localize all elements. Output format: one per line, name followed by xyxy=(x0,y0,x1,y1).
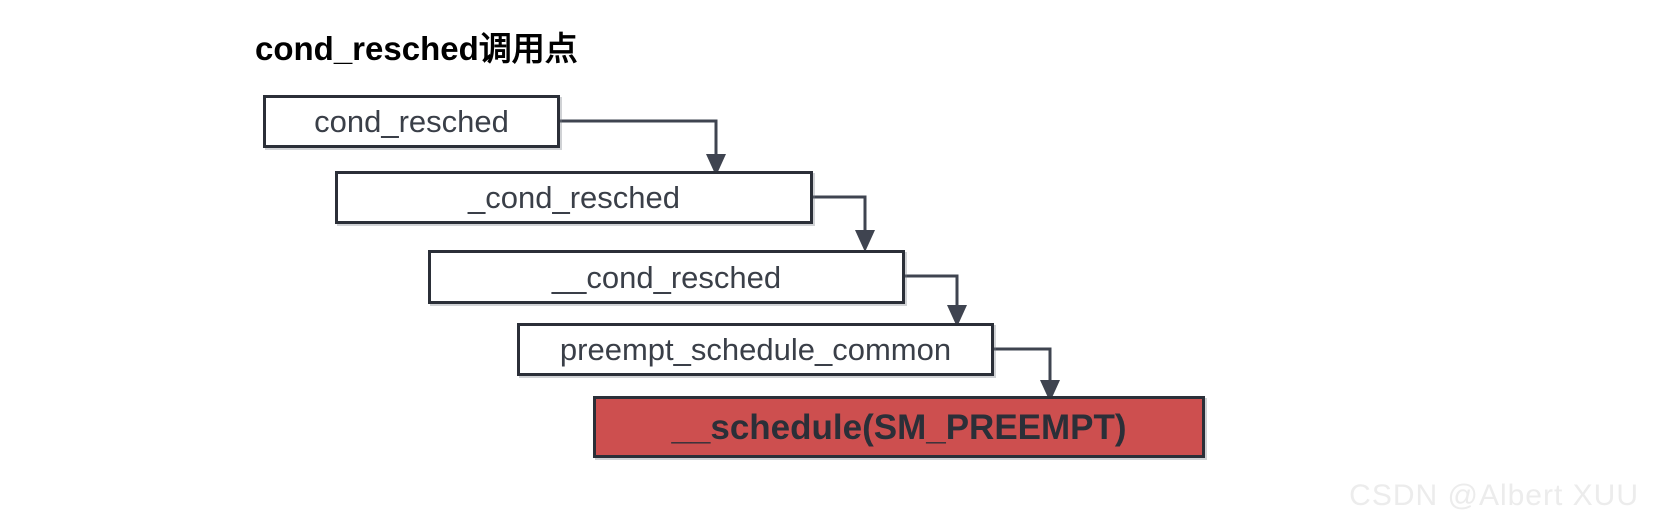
node-schedule-sm-preempt-label: __schedule(SM_PREEMPT) xyxy=(671,407,1127,447)
csdn-watermark: CSDN @Albert XUU xyxy=(1349,479,1639,512)
node-preempt-schedule-common-label: preempt_schedule_common xyxy=(559,332,952,367)
connector-_cond_resched-to-__cond_resched xyxy=(809,195,875,252)
node-single-underscore-cond-resched-label: _cond_resched xyxy=(468,180,680,215)
node-single-underscore-cond-resched[interactable]: _cond_resched xyxy=(335,171,813,224)
page-title: cond_resched调用点 xyxy=(255,30,578,67)
node-cond-resched-label: cond_resched xyxy=(314,104,509,139)
node-preempt-schedule-common[interactable]: preempt_schedule_common xyxy=(517,323,994,376)
node-cond-resched[interactable]: cond_resched xyxy=(263,95,560,148)
node-double-underscore-cond-resched[interactable]: __cond_resched xyxy=(428,250,905,304)
node-schedule-sm-preempt[interactable]: __schedule(SM_PREEMPT) xyxy=(593,396,1205,458)
node-double-underscore-cond-resched-label: __cond_resched xyxy=(551,259,782,295)
